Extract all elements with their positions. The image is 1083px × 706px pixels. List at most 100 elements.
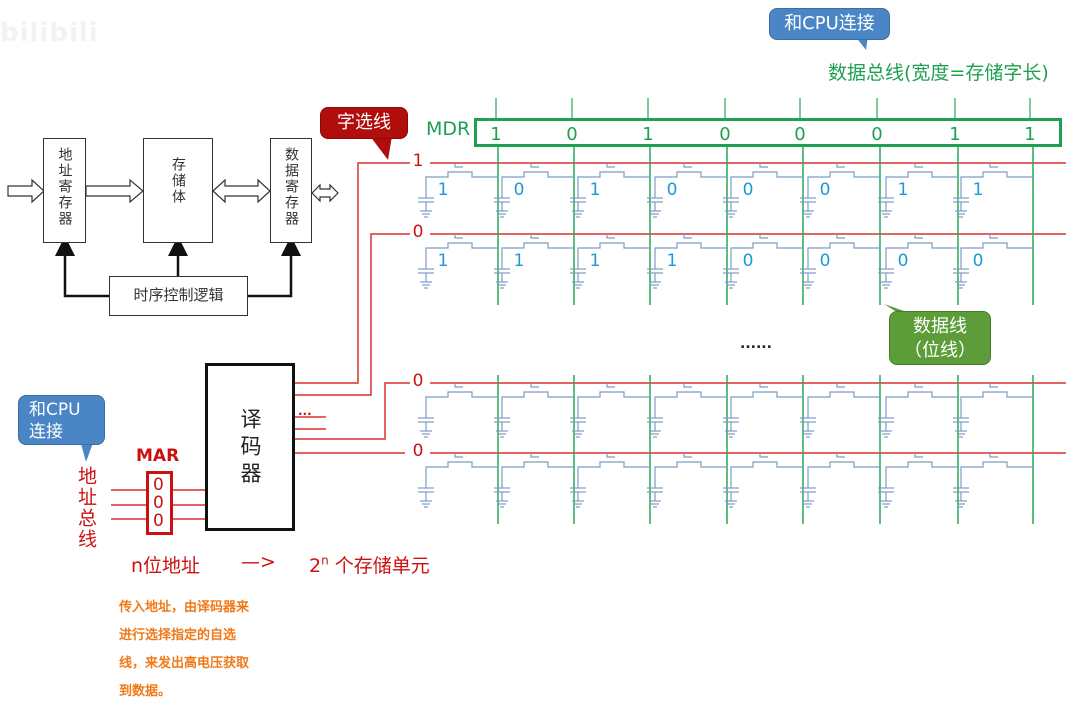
gate-line (606, 383, 615, 388)
gate-line (836, 453, 845, 458)
memory-cell (953, 453, 1033, 508)
memory-cell (800, 453, 880, 508)
gate-line (914, 234, 923, 239)
mdr-bit: 1 (490, 124, 502, 145)
transistor (730, 461, 803, 477)
gate-line (530, 163, 539, 168)
memory-cell (723, 163, 803, 218)
word-line-route (294, 382, 410, 440)
note-line: 线，来发出高电压获取 (119, 656, 250, 671)
gate-line (836, 234, 845, 239)
transistor (885, 242, 958, 258)
gate-line (454, 383, 463, 388)
cell-value: 0 (897, 251, 909, 271)
cell-value: 1 (513, 251, 525, 271)
mar-register (146, 471, 173, 535)
input-arrow-icon (7, 178, 45, 204)
cell-value: 1 (897, 180, 909, 200)
transistor (730, 391, 803, 407)
mdr-bit: 1 (1024, 124, 1036, 145)
memory-cell (953, 234, 1033, 289)
transistor (807, 461, 880, 477)
mdr-bit: 1 (949, 124, 961, 145)
transistor (501, 391, 574, 407)
memory-cell (647, 234, 727, 289)
transistor (807, 242, 880, 258)
transistor (654, 391, 727, 407)
gate-line (836, 163, 845, 168)
transistor (807, 391, 880, 407)
note-line: 进行选择指定的自选 (119, 628, 237, 643)
cpu-connect-callout-top: 和CPU连接 (769, 8, 890, 40)
transistor (577, 171, 650, 187)
cell-value: 0 (742, 251, 754, 271)
memory-cell (418, 163, 498, 218)
memory-cell (570, 383, 650, 438)
storage-units-label: 2n 个存储单元 (309, 553, 430, 577)
watermark-logo: bilibili (0, 18, 99, 48)
transistor (501, 461, 574, 477)
cell-value: 1 (589, 251, 601, 271)
gate-line (606, 234, 615, 239)
mapping-arrow: —> (241, 551, 276, 573)
gate-line (606, 453, 615, 458)
cell-value: 1 (437, 251, 449, 271)
addr-to-memory-arrow-icon (85, 178, 144, 204)
address-register-label: 地址寄存器 (56, 147, 73, 227)
cell-value: 1 (437, 180, 449, 200)
decoder-box: 译码器 (205, 363, 295, 531)
mapping-line: n位地址 —> 2n 个存储单元 (131, 551, 471, 578)
gate-line (836, 383, 845, 388)
memory-cells (418, 163, 1033, 508)
timing-control-label: 时序控制逻辑 (133, 286, 224, 304)
memory-data-bidirectional-arrow-icon (212, 178, 271, 204)
address-register-box: 地址寄存器 (43, 138, 86, 243)
data-register-box: 数据寄存器 (270, 138, 312, 243)
mar-bit: 0 (153, 511, 164, 531)
address-bus-lines (111, 489, 206, 520)
cell-value: 0 (666, 180, 678, 200)
explanation-note: 传入地址，由译码器来 进行选择指定的自选 线，来发出高电压获取 到数据。 (119, 594, 249, 706)
gate-line (759, 453, 768, 458)
decoder-output-lines (294, 416, 326, 430)
row-select-value: 0 (412, 441, 424, 461)
transistor (654, 242, 727, 258)
gate-line (530, 234, 539, 239)
transistor (577, 461, 650, 477)
gate-line (914, 383, 923, 388)
control-to-data-line (247, 236, 301, 298)
gate-line (606, 163, 615, 168)
data-line-callout: 数据线 （位线） (889, 311, 991, 365)
cell-value: 1 (972, 180, 984, 200)
mdr-bit: 0 (794, 124, 806, 145)
memory-cell (723, 234, 803, 289)
transistor (654, 171, 727, 187)
gate-line (989, 234, 998, 239)
gate-line (989, 163, 998, 168)
mar-label: MAR (136, 446, 180, 466)
memory-cell (494, 234, 574, 289)
cell-value: 0 (742, 180, 754, 200)
mar-bit: 0 (153, 493, 164, 513)
memory-cell (647, 163, 727, 218)
data-bus-label: 数据总线(宽度=存储字长) (828, 62, 1049, 84)
transistor (960, 391, 1033, 407)
mdr-bit: 1 (642, 124, 654, 145)
transistor (960, 171, 1033, 187)
memory-cell (723, 453, 803, 508)
cpu-callout-left-tail (80, 440, 94, 462)
memory-cell (494, 383, 574, 438)
transistor (885, 461, 958, 477)
gate-line (454, 234, 463, 239)
memory-cell (800, 163, 880, 218)
word-select-line-callout: 字选线 (320, 107, 408, 139)
gate-line (914, 453, 923, 458)
memory-cell (570, 453, 650, 508)
memory-cell (800, 234, 880, 289)
transistor (730, 171, 803, 187)
gate-line (759, 163, 768, 168)
transistor (425, 171, 498, 187)
transistor (960, 242, 1033, 258)
memory-cell (647, 453, 727, 508)
